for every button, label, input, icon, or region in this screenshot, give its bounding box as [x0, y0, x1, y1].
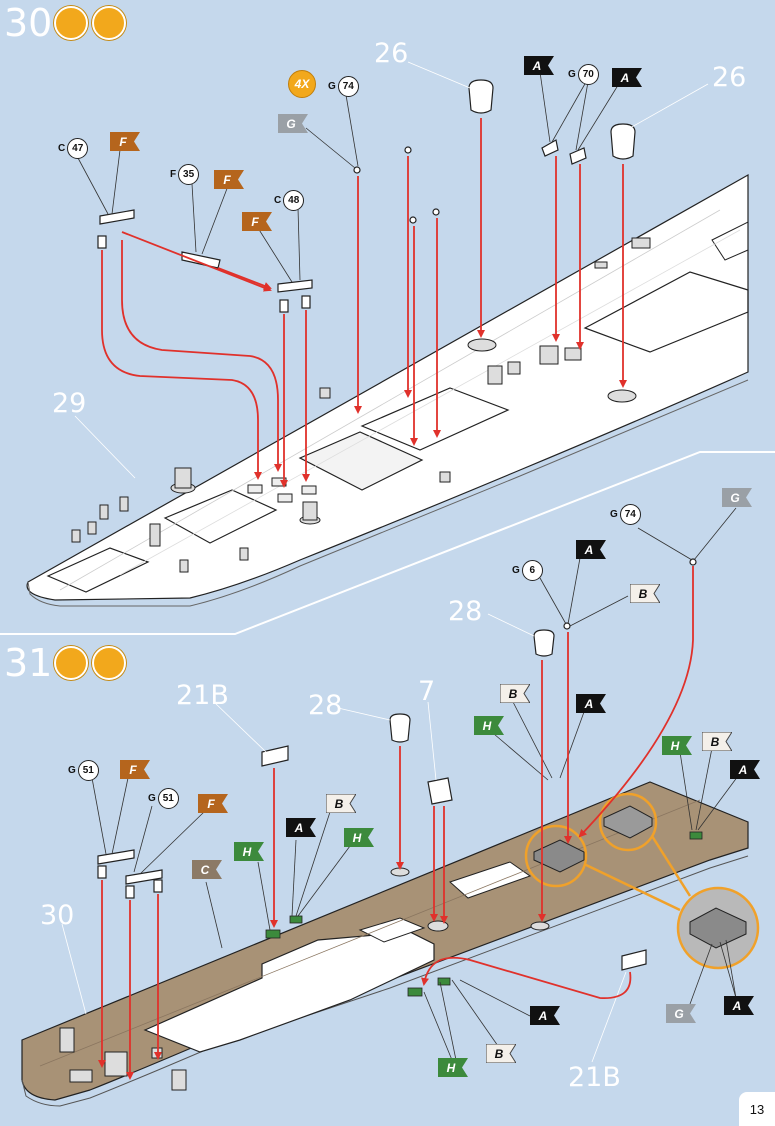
deck-part-30 — [21, 781, 749, 1107]
paint-flag: G — [278, 114, 308, 133]
paint-flag: G — [722, 488, 752, 507]
part-label-29: 29 — [52, 388, 87, 419]
step-31-number: 31 — [4, 641, 53, 685]
part-label-21B: 21B — [176, 680, 229, 711]
paint-flag: H — [344, 828, 374, 847]
paint-flag: A — [576, 694, 606, 713]
paint-flag: G — [666, 1004, 696, 1023]
part-label-30: 30 — [40, 900, 75, 931]
paint-flag: F — [110, 132, 140, 151]
glue-icon — [54, 646, 88, 680]
part-label-26: 26 — [712, 62, 747, 93]
paint-flag: B — [486, 1044, 516, 1063]
paint-flag: H — [662, 736, 692, 755]
step31-arrows — [98, 566, 694, 1080]
part-label-7: 7 — [418, 676, 436, 707]
step-divider — [0, 451, 775, 635]
part-label-21B: 21B — [568, 1062, 621, 1093]
step30-leaders — [74, 61, 709, 479]
paint-flag: A — [576, 540, 606, 559]
paintbrush-icon — [92, 6, 126, 40]
paintbrush-icon — [92, 646, 126, 680]
part-label-26: 26 — [374, 38, 409, 69]
paint-flag: H — [438, 1058, 468, 1077]
paint-flag: F — [120, 760, 150, 779]
step31-leaders — [61, 507, 739, 1063]
paint-flag: A — [524, 56, 554, 75]
paint-flag: F — [242, 212, 272, 231]
quantity-badge: 4X — [288, 70, 316, 98]
part-label-28: 28 — [308, 690, 343, 721]
part-label-28: 28 — [448, 596, 483, 627]
paint-flag: A — [286, 818, 316, 837]
paint-flag: H — [234, 842, 264, 861]
step30-arrows — [101, 118, 627, 488]
page-number: 13 — [739, 1092, 775, 1126]
paint-flag: A — [612, 68, 642, 87]
paint-flag: B — [630, 584, 660, 603]
paint-flag: A — [724, 996, 754, 1015]
paint-flag: B — [702, 732, 732, 751]
paint-flag: F — [214, 170, 244, 189]
glue-icon — [54, 6, 88, 40]
paint-flag: B — [326, 794, 356, 813]
step30-small-parts — [97, 79, 636, 313]
paint-flag: H — [474, 716, 504, 735]
paint-flag: A — [730, 760, 760, 779]
paint-flag: C — [192, 860, 222, 879]
paint-flag: A — [530, 1006, 560, 1025]
step-30-number: 30 — [4, 1, 53, 45]
paint-flag: B — [500, 684, 530, 703]
deck-part-29 — [26, 173, 749, 607]
paint-flag: F — [198, 794, 228, 813]
step31-small-parts — [97, 558, 697, 971]
